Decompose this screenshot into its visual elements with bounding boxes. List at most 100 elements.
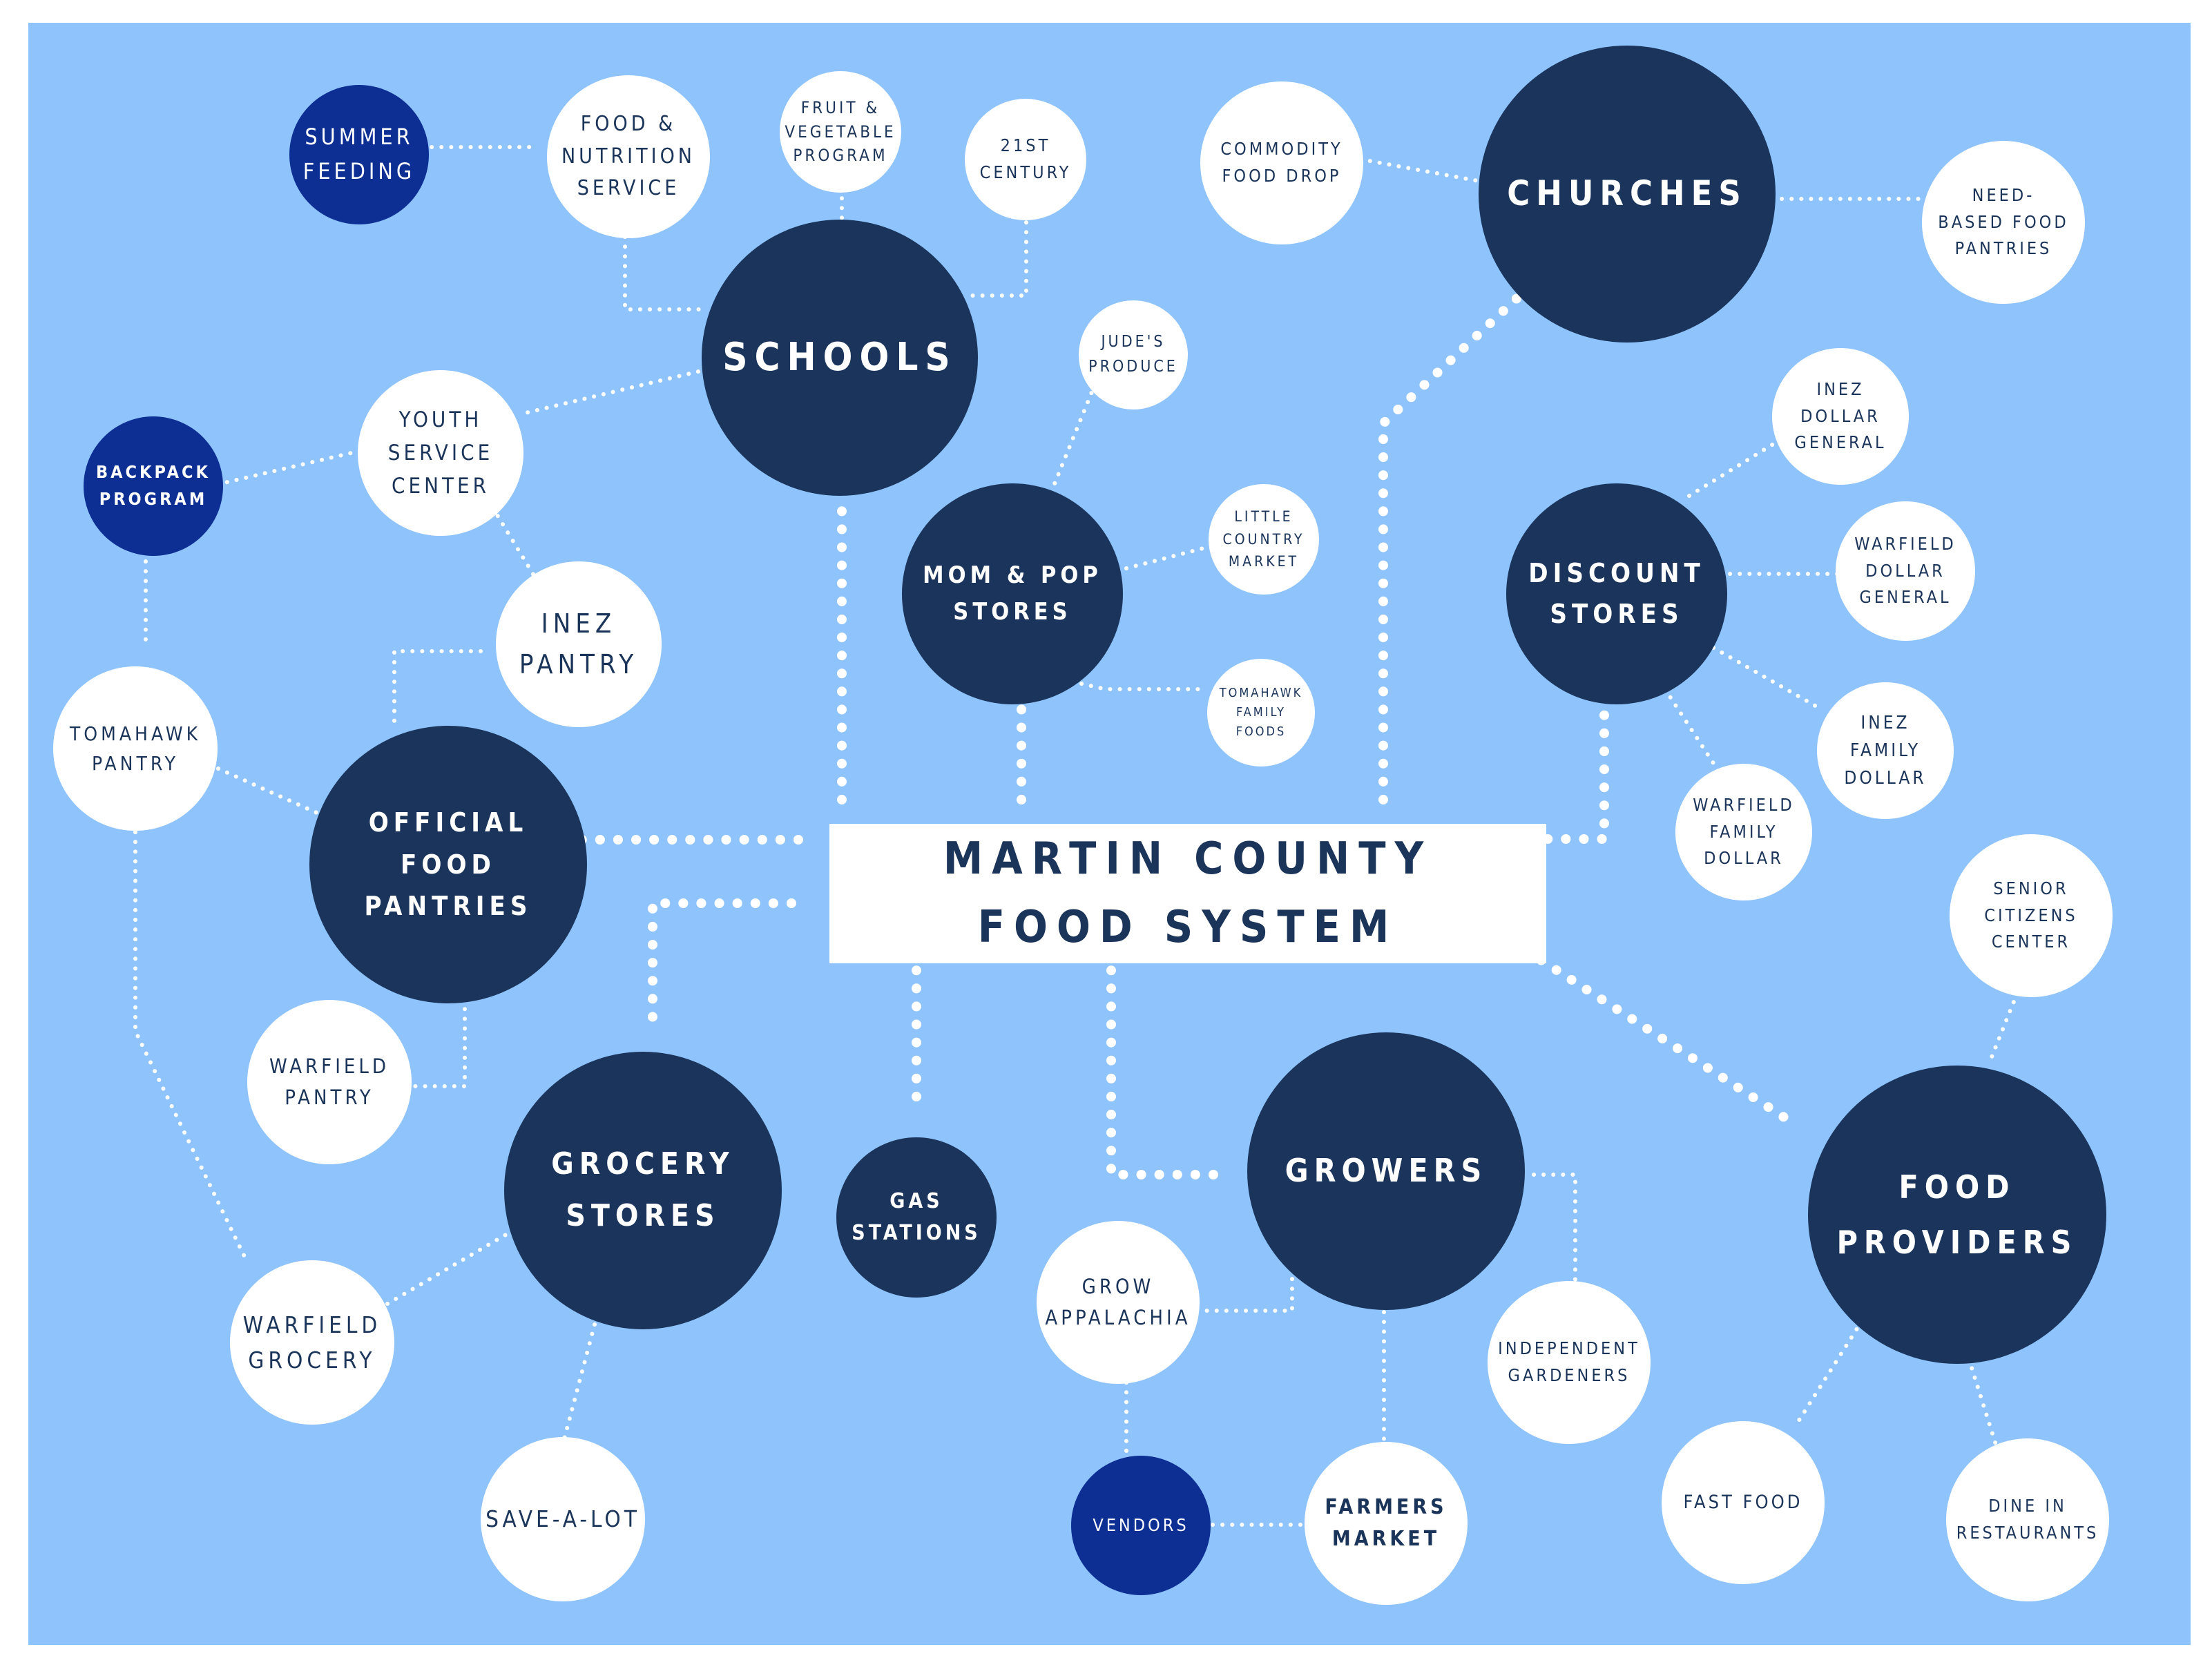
- official-food-pantries-node: OFFICIAL FOOD PANTRIES: [309, 726, 587, 1003]
- diagram-panel: SCHOOLS CHURCHES MOM & POP STORES DISCOU…: [28, 23, 2191, 1645]
- food-providers-node: FOOD PROVIDERS: [1808, 1066, 2106, 1364]
- mom-pop-stores-label: MOM & POP STORES: [923, 561, 1102, 626]
- save-a-lot-node: SAVE-A-LOT: [481, 1437, 645, 1601]
- link-inez-pantry-official: [392, 649, 483, 729]
- link-center-food-providers: [1491, 926, 1800, 1129]
- mom-pop-stores-node: MOM & POP STORES: [902, 483, 1123, 704]
- inez-pantry-node: INEZ PANTRY: [496, 561, 662, 727]
- churches-node: CHURCHES: [1479, 46, 1776, 343]
- warfield-dollar-general-label: WARFIELD DOLLAR GENERAL: [1854, 533, 1956, 608]
- backpack-program-node: BACKPACK PROGRAM: [84, 416, 223, 556]
- link-senior-food-providers: [1988, 991, 2019, 1064]
- dine-in-restaurants-node: DINE IN RESTAURANTS: [1946, 1438, 2109, 1601]
- little-country-market-label: LITTLE COUNTRY MARKET: [1222, 508, 1305, 570]
- official-food-pantries-label: OFFICIAL FOOD PANTRIES: [364, 807, 532, 922]
- gas-stations-node: GAS STATIONS: [836, 1137, 997, 1298]
- youth-service-center-node: YOUTH SERVICE CENTER: [358, 370, 523, 536]
- martin-county-food-system-title: MARTIN COUNTY FOOD SYSTEM: [829, 824, 1546, 963]
- 21st-century-node: 21ST CENTURY: [965, 99, 1086, 220]
- inez-dollar-general-node: INEZ DOLLAR GENERAL: [1772, 348, 1909, 485]
- fruit-vegetable-program-label: FRUIT & VEGETABLE PROGRAM: [785, 97, 896, 166]
- warfield-grocery-node: WARFIELD GROCERY: [230, 1260, 394, 1425]
- connection-lines: [133, 145, 2019, 1527]
- growers-label: GROWERS: [1285, 1152, 1488, 1190]
- link-official-warfield-pantry: [410, 987, 467, 1088]
- link-discount-inez-fd: [1711, 646, 1825, 712]
- need-based-food-pantries-label: NEED- BASED FOOD PANTRIES: [1938, 184, 2069, 259]
- link-mom-pop-tomahawk-foods: [1079, 682, 1201, 691]
- save-a-lot-label: SAVE-A-LOT: [485, 1505, 640, 1533]
- commodity-food-drop-label: COMMODITY FOOD DROP: [1220, 139, 1343, 186]
- link-tomahawk-warfield-grocery: [133, 830, 250, 1266]
- schools-label: SCHOOLS: [722, 334, 957, 380]
- link-grocery-save-a-lot: [560, 1322, 597, 1449]
- farmers-market-label: FARMERS MARKET: [1325, 1494, 1448, 1552]
- link-tomahawk-official: [216, 767, 320, 816]
- judes-produce-label: JUDE'S PRODUCE: [1088, 333, 1178, 376]
- title-label: MARTIN COUNTY FOOD SYSTEM: [943, 833, 1433, 953]
- inez-family-dollar-node: INEZ FAMILY DOLLAR: [1817, 682, 1954, 819]
- independent-gardeners-node: INDEPENDENT GARDENERS: [1488, 1281, 1651, 1444]
- warfield-pantry-node: WARFIELD PANTRY: [247, 1000, 412, 1164]
- 21st-century-label: 21ST CENTURY: [979, 135, 1072, 182]
- discount-stores-node: DISCOUNT STORES: [1506, 483, 1727, 704]
- dine-in-restaurants-label: DINE IN RESTAURANTS: [1956, 1496, 2099, 1543]
- link-center-discount: [1507, 691, 1609, 844]
- commodity-food-drop-node: COMMODITY FOOD DROP: [1200, 81, 1363, 244]
- warfield-grocery-label: WARFIELD GROCERY: [242, 1311, 382, 1374]
- vendors-label: VENDORS: [1093, 1514, 1189, 1535]
- link-growers-grow-appalachia: [1200, 1267, 1294, 1313]
- warfield-family-dollar-node: WARFIELD FAMILY DOLLAR: [1675, 764, 1812, 900]
- food-providers-label: FOOD PROVIDERS: [1836, 1168, 2078, 1262]
- tomahawk-pantry-label: TOMAHAWK PANTRY: [69, 722, 202, 775]
- link-mom-pop-little-country: [1124, 546, 1208, 570]
- inez-pantry-label: INEZ PANTRY: [519, 608, 639, 680]
- link-21st-schools: [969, 211, 1028, 298]
- grow-appalachia-label: GROW APPALACHIA: [1045, 1275, 1191, 1329]
- link-commodity-churches: [1349, 155, 1484, 184]
- link-center-growers: [1106, 929, 1228, 1179]
- churches-label: CHURCHES: [1507, 173, 1747, 214]
- grocery-stores-label: GROCERY STORES: [551, 1146, 735, 1233]
- link-judes-mom-pop: [1052, 373, 1101, 488]
- link-center-churches: [1378, 287, 1528, 804]
- warfield-dollar-general-node: WARFIELD DOLLAR GENERAL: [1836, 501, 1975, 641]
- fast-food-node: FAST FOOD: [1662, 1421, 1825, 1584]
- link-youth-inez-pantry: [485, 497, 538, 581]
- schools-node: SCHOOLS: [702, 220, 978, 496]
- link-food-providers-dine-in: [1967, 1357, 1999, 1449]
- link-growers-independent: [1532, 1173, 1577, 1283]
- warfield-family-dollar-label: WARFIELD FAMILY DOLLAR: [1693, 794, 1795, 869]
- growers-node: GROWERS: [1247, 1032, 1525, 1310]
- link-discount-inez-dg: [1687, 439, 1781, 498]
- link-food-providers-fast-food: [1794, 1319, 1864, 1427]
- judes-produce-node: JUDE'S PRODUCE: [1079, 300, 1188, 409]
- inez-dollar-general-label: INEZ DOLLAR GENERAL: [1794, 378, 1887, 453]
- food-nutrition-service-label: FOOD & NUTRITION SERVICE: [561, 112, 695, 201]
- discount-stores-label: DISCOUNT STORES: [1528, 558, 1705, 629]
- need-based-food-pantries-node: NEED- BASED FOOD PANTRIES: [1922, 141, 2085, 304]
- summer-feeding-node: SUMMER FEEDING: [289, 85, 429, 224]
- link-youth-backpack: [220, 449, 362, 485]
- food-nutrition-service-node: FOOD & NUTRITION SERVICE: [547, 75, 710, 238]
- gas-stations-label: GAS STATIONS: [852, 1188, 981, 1246]
- vendors-node: VENDORS: [1071, 1456, 1211, 1595]
- backpack-program-label: BACKPACK PROGRAM: [95, 462, 211, 509]
- senior-citizens-center-label: SENIOR CITIZENS CENTER: [1984, 878, 2078, 952]
- link-food-nutrition-schools: [623, 235, 704, 311]
- tomahawk-pantry-node: TOMAHAWK PANTRY: [53, 666, 218, 831]
- farmers-market-node: FARMERS MARKET: [1305, 1442, 1468, 1605]
- youth-service-center-label: YOUTH SERVICE CENTER: [387, 407, 494, 499]
- tomahawk-family-foods-label: TOMAHAWK FAMILY FOODS: [1219, 686, 1303, 739]
- tomahawk-family-foods-node: TOMAHAWK FAMILY FOODS: [1207, 659, 1315, 767]
- link-center-grocery: [648, 898, 796, 1025]
- fruit-vegetable-program-node: FRUIT & VEGETABLE PROGRAM: [780, 71, 901, 193]
- warfield-pantry-label: WARFIELD PANTRY: [269, 1054, 389, 1109]
- grocery-stores-node: GROCERY STORES: [504, 1052, 782, 1329]
- little-country-market-node: LITTLE COUNTRY MARKET: [1209, 484, 1319, 595]
- grow-appalachia-node: GROW APPALACHIA: [1037, 1221, 1200, 1384]
- senior-citizens-center-node: SENIOR CITIZENS CENTER: [1950, 834, 2113, 997]
- summer-feeding-label: SUMMER FEEDING: [302, 124, 416, 184]
- inez-family-dollar-label: INEZ FAMILY DOLLAR: [1844, 712, 1927, 789]
- link-discount-warfield-fd: [1663, 687, 1726, 781]
